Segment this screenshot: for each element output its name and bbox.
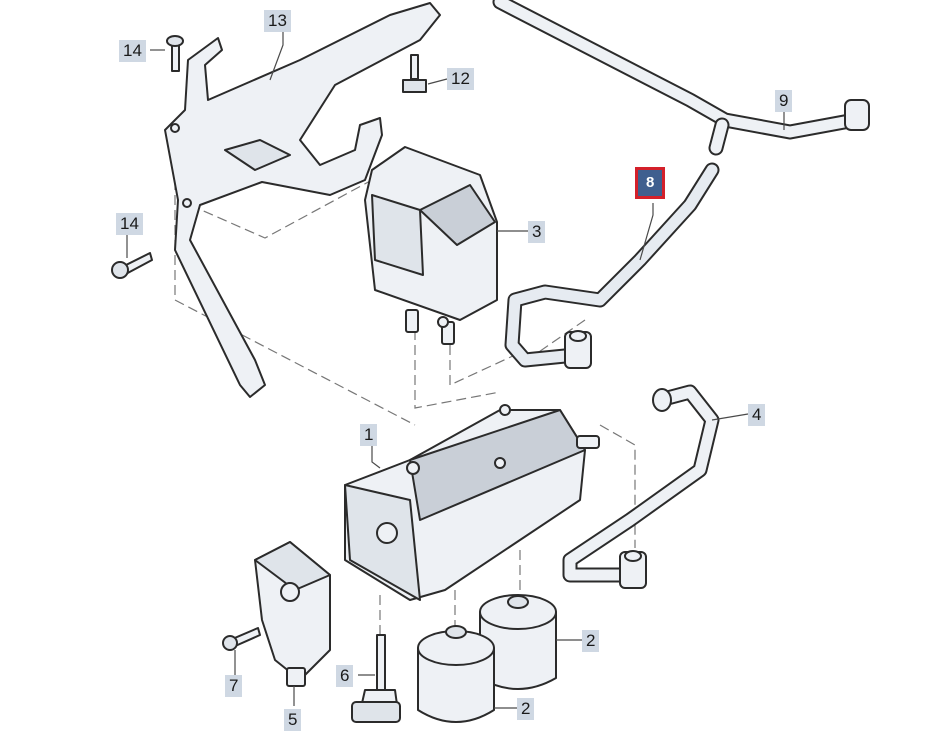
callout-7[interactable]: 7 [225, 675, 243, 697]
screw-14-top[interactable] [166, 35, 184, 72]
bracket-13[interactable] [164, 2, 441, 398]
screw-14-left[interactable] [111, 252, 153, 279]
callout-14-top[interactable]: 14 [119, 40, 146, 62]
callout-2-lower[interactable]: 2 [517, 698, 535, 720]
callout-8-selected[interactable]: 8 [635, 167, 666, 199]
callout-9[interactable]: 9 [775, 90, 793, 112]
filter-2-back[interactable] [479, 594, 557, 690]
leader-lines [126, 30, 785, 709]
callout-13[interactable]: 13 [264, 10, 291, 32]
canister-1[interactable] [344, 404, 600, 601]
filter-2-front[interactable] [417, 625, 495, 723]
callout-12[interactable]: 12 [447, 68, 474, 90]
pipe-9[interactable] [492, 0, 870, 156]
callout-6[interactable]: 6 [336, 665, 354, 687]
control-unit-3[interactable] [364, 146, 498, 345]
actuator-5[interactable] [254, 541, 331, 687]
callout-3[interactable]: 3 [528, 221, 546, 243]
callout-5[interactable]: 5 [284, 709, 302, 731]
hose-8[interactable] [504, 162, 720, 369]
hose-4[interactable] [562, 384, 720, 589]
callout-2-upper[interactable]: 2 [582, 630, 600, 652]
screw-7[interactable] [222, 627, 261, 651]
callout-1[interactable]: 1 [360, 424, 378, 446]
callout-14-left[interactable]: 14 [116, 213, 143, 235]
sensor-6[interactable] [351, 634, 401, 723]
callout-4[interactable]: 4 [748, 404, 766, 426]
screw-12[interactable] [402, 54, 427, 93]
